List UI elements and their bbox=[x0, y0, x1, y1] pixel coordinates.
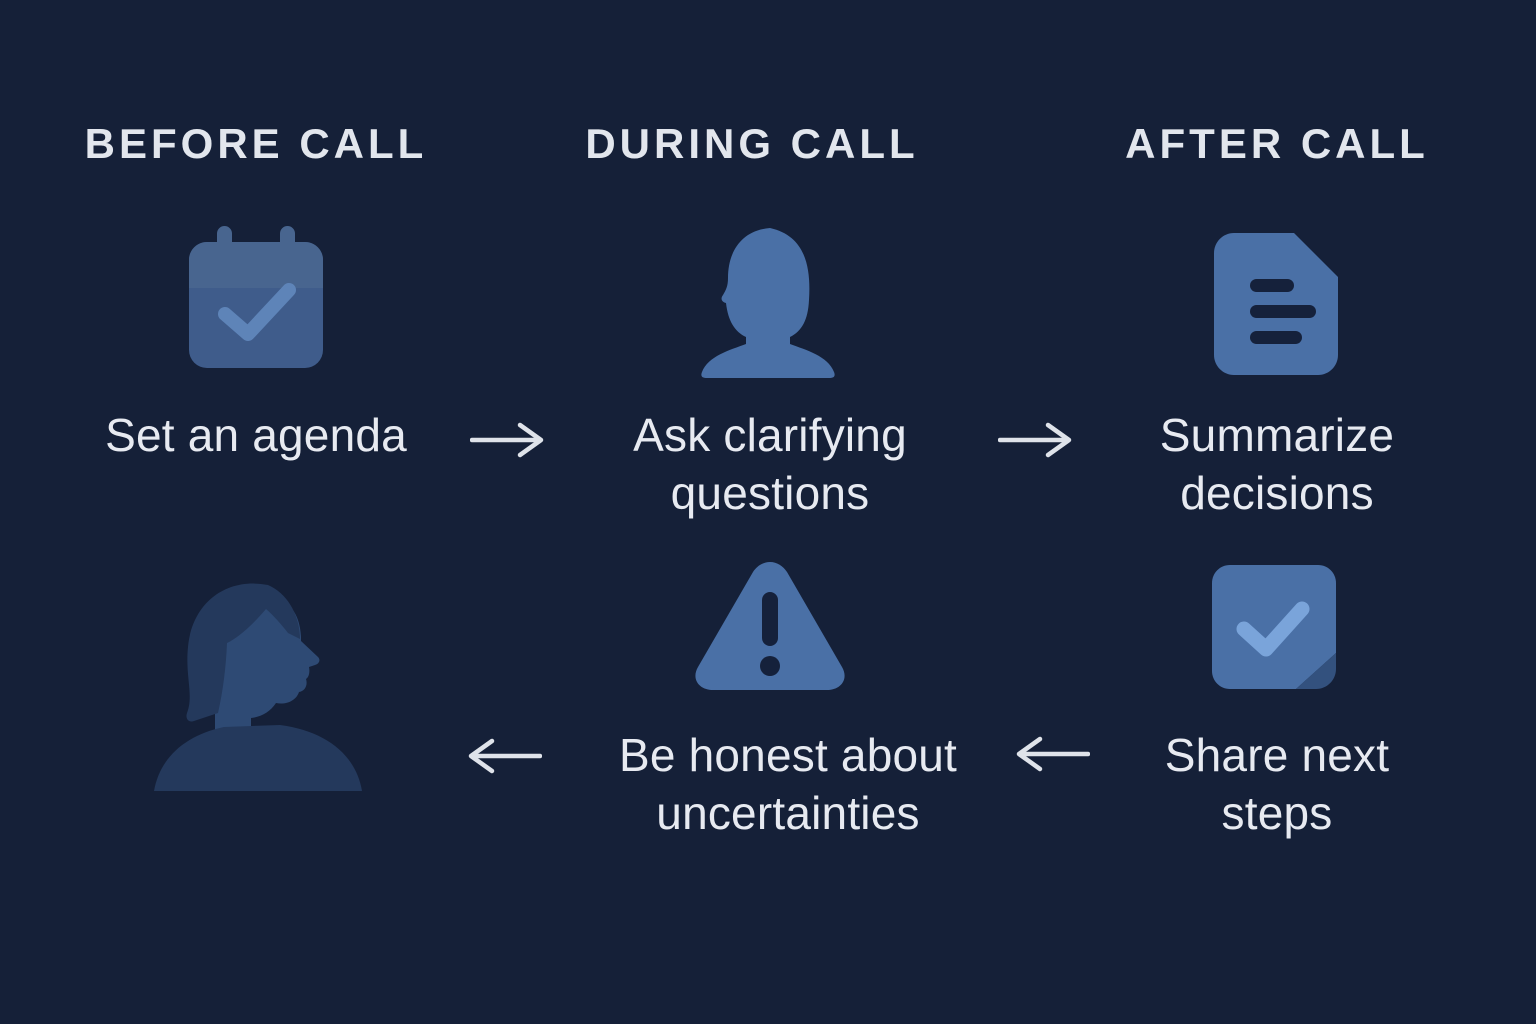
arrow-left-icon bbox=[466, 736, 542, 776]
arrow-left-icon bbox=[1014, 734, 1090, 774]
note-check-icon bbox=[1212, 565, 1336, 689]
arrow-right-icon bbox=[470, 420, 546, 460]
arrow-right-icon bbox=[998, 420, 1074, 460]
column-header-during-call: DURING CALL bbox=[585, 120, 919, 167]
step-label-summarize-decisions: Summarize decisions bbox=[1159, 409, 1395, 519]
step-label-set-agenda: Set an agenda bbox=[105, 409, 407, 461]
person-icon bbox=[698, 228, 838, 378]
person-profile-icon bbox=[130, 553, 366, 791]
document-icon bbox=[1214, 233, 1338, 375]
column-header-after-call: AFTER CALL bbox=[1125, 120, 1429, 167]
step-label-be-honest: Be honest about uncertainties bbox=[618, 729, 958, 839]
calendar-check-icon bbox=[189, 226, 323, 368]
warning-icon bbox=[692, 556, 848, 696]
column-header-before-call: BEFORE CALL bbox=[84, 120, 428, 167]
step-label-ask-clarifying-questions: Ask clarifying questions bbox=[633, 409, 907, 519]
step-label-share-next-steps: Share next steps bbox=[1164, 729, 1390, 839]
